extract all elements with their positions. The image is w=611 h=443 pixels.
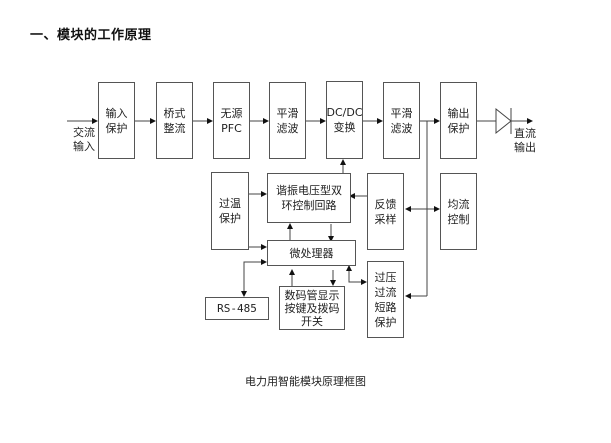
block-label: 无源 PFC <box>220 106 243 135</box>
wire-micro-rs485 <box>241 261 266 297</box>
block-input-protection: 输入 保护 <box>98 82 135 159</box>
block-label: DC/DC 变换 <box>326 106 363 134</box>
block-rs485: RS-485 <box>205 297 269 320</box>
wire-micro-ovp <box>348 270 367 285</box>
dc-output-label: 直流 输出 <box>514 127 536 154</box>
section-heading: 一、模块的工作原理 <box>30 28 152 43</box>
block-over-temp-protection: 过温 保护 <box>211 172 249 250</box>
block-label: 平滑 滤波 <box>390 106 413 135</box>
block-smoothing-filter-1: 平滑 滤波 <box>269 82 306 159</box>
block-display-keys: 数码管显示 按键及拨码 开关 <box>279 286 345 330</box>
block-label: 过温 保护 <box>219 197 241 225</box>
block-label: RS-485 <box>217 302 257 315</box>
block-label: 输出 保护 <box>447 106 470 135</box>
block-label: 桥式 整流 <box>163 106 186 135</box>
block-current-sharing: 均流 控制 <box>440 173 477 250</box>
block-label: 平滑 滤波 <box>276 106 299 135</box>
block-label: 过压 过流 短路 保护 <box>374 270 397 329</box>
block-smoothing-filter-2: 平滑 滤波 <box>383 82 420 159</box>
block-passive-pfc: 无源 PFC <box>213 82 250 159</box>
diode-icon <box>495 107 512 135</box>
block-label: 输入 保护 <box>105 106 128 135</box>
block-microprocessor: 微处理器 <box>267 240 356 266</box>
block-label: 反馈 采样 <box>374 197 397 226</box>
block-ov-oc-sc-protection: 过压 过流 短路 保护 <box>367 261 404 338</box>
block-output-protection: 输出 保护 <box>440 82 477 159</box>
block-dcdc-converter: DC/DC 变换 <box>326 81 363 159</box>
block-label: 数码管显示 按键及拨码 开关 <box>284 288 340 328</box>
ac-input-label: 交流 输入 <box>73 126 95 153</box>
block-label: 微处理器 <box>289 246 334 260</box>
block-label: 均流 控制 <box>447 197 470 226</box>
block-resonant-control: 谐振电压型双 环控制回路 <box>267 173 351 223</box>
figure-caption: 电力用智能模块原理框图 <box>245 375 366 388</box>
block-bridge-rectifier: 桥式 整流 <box>156 82 193 159</box>
block-feedback-sampling: 反馈 采样 <box>367 173 404 250</box>
block-label: 谐振电压型双 环控制回路 <box>276 184 342 212</box>
